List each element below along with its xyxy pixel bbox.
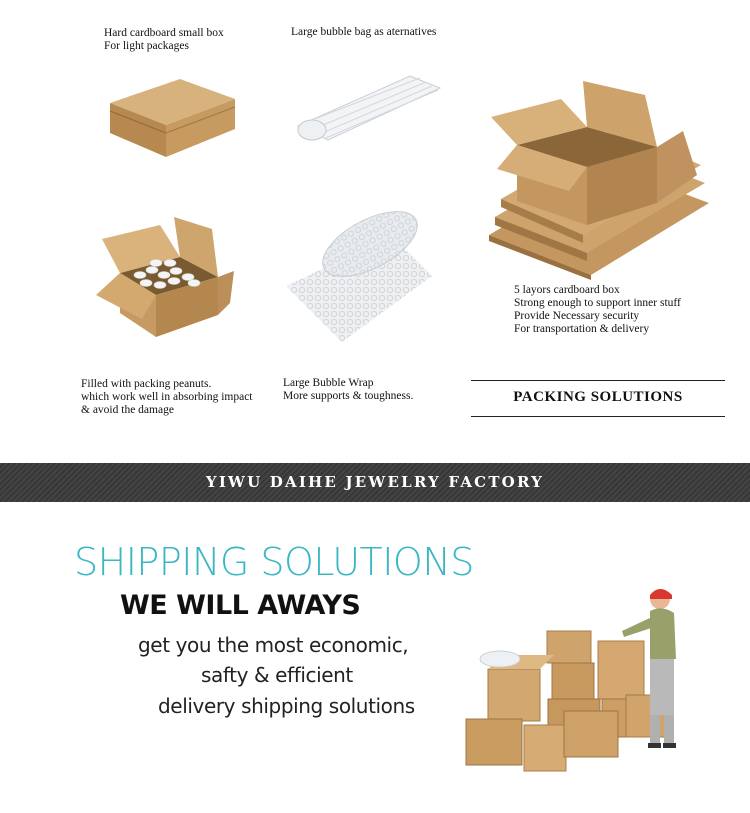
shipping-title: SHIPPING SOLUTIONS [74, 540, 474, 584]
caption-five-layer-box: 5 layors cardboard box Strong enough to … [514, 284, 681, 335]
shipping-line-3: delivery shipping solutions [158, 694, 415, 718]
worker-with-boxes-image [465, 589, 676, 772]
caption-small-box: Hard cardboard small box For light packa… [104, 27, 224, 52]
shipping-line-1: get you the most economic, [138, 633, 409, 657]
shipping-subtitle: WE WILL AWAYS [120, 590, 361, 621]
packing-solutions-title: PACKING SOLUTIONS [513, 389, 683, 405]
caption-packing-peanuts: Filled with packing peanuts. which work … [81, 378, 253, 416]
factory-banner: YIWU DAIHE JEWELRY FACTORY [0, 463, 750, 502]
packing-title-top-rule [471, 380, 725, 381]
caption-bubble-wrap: Large Bubble Wrap More supports & toughn… [283, 377, 414, 402]
small-cardboard-box-image [109, 79, 236, 157]
factory-banner-text: YIWU DAIHE JEWELRY FACTORY [205, 473, 545, 491]
caption-bubble-bag: Large bubble bag as aternatives [291, 26, 437, 38]
shipping-line-2: safty & efficient [201, 663, 353, 687]
packing-peanuts-box-image [96, 217, 234, 337]
bubble-wrap-roll-image [286, 211, 432, 342]
five-layer-cardboard-image [489, 81, 709, 280]
bubble-bag-image [296, 75, 442, 141]
packing-title-bottom-rule [471, 416, 725, 417]
